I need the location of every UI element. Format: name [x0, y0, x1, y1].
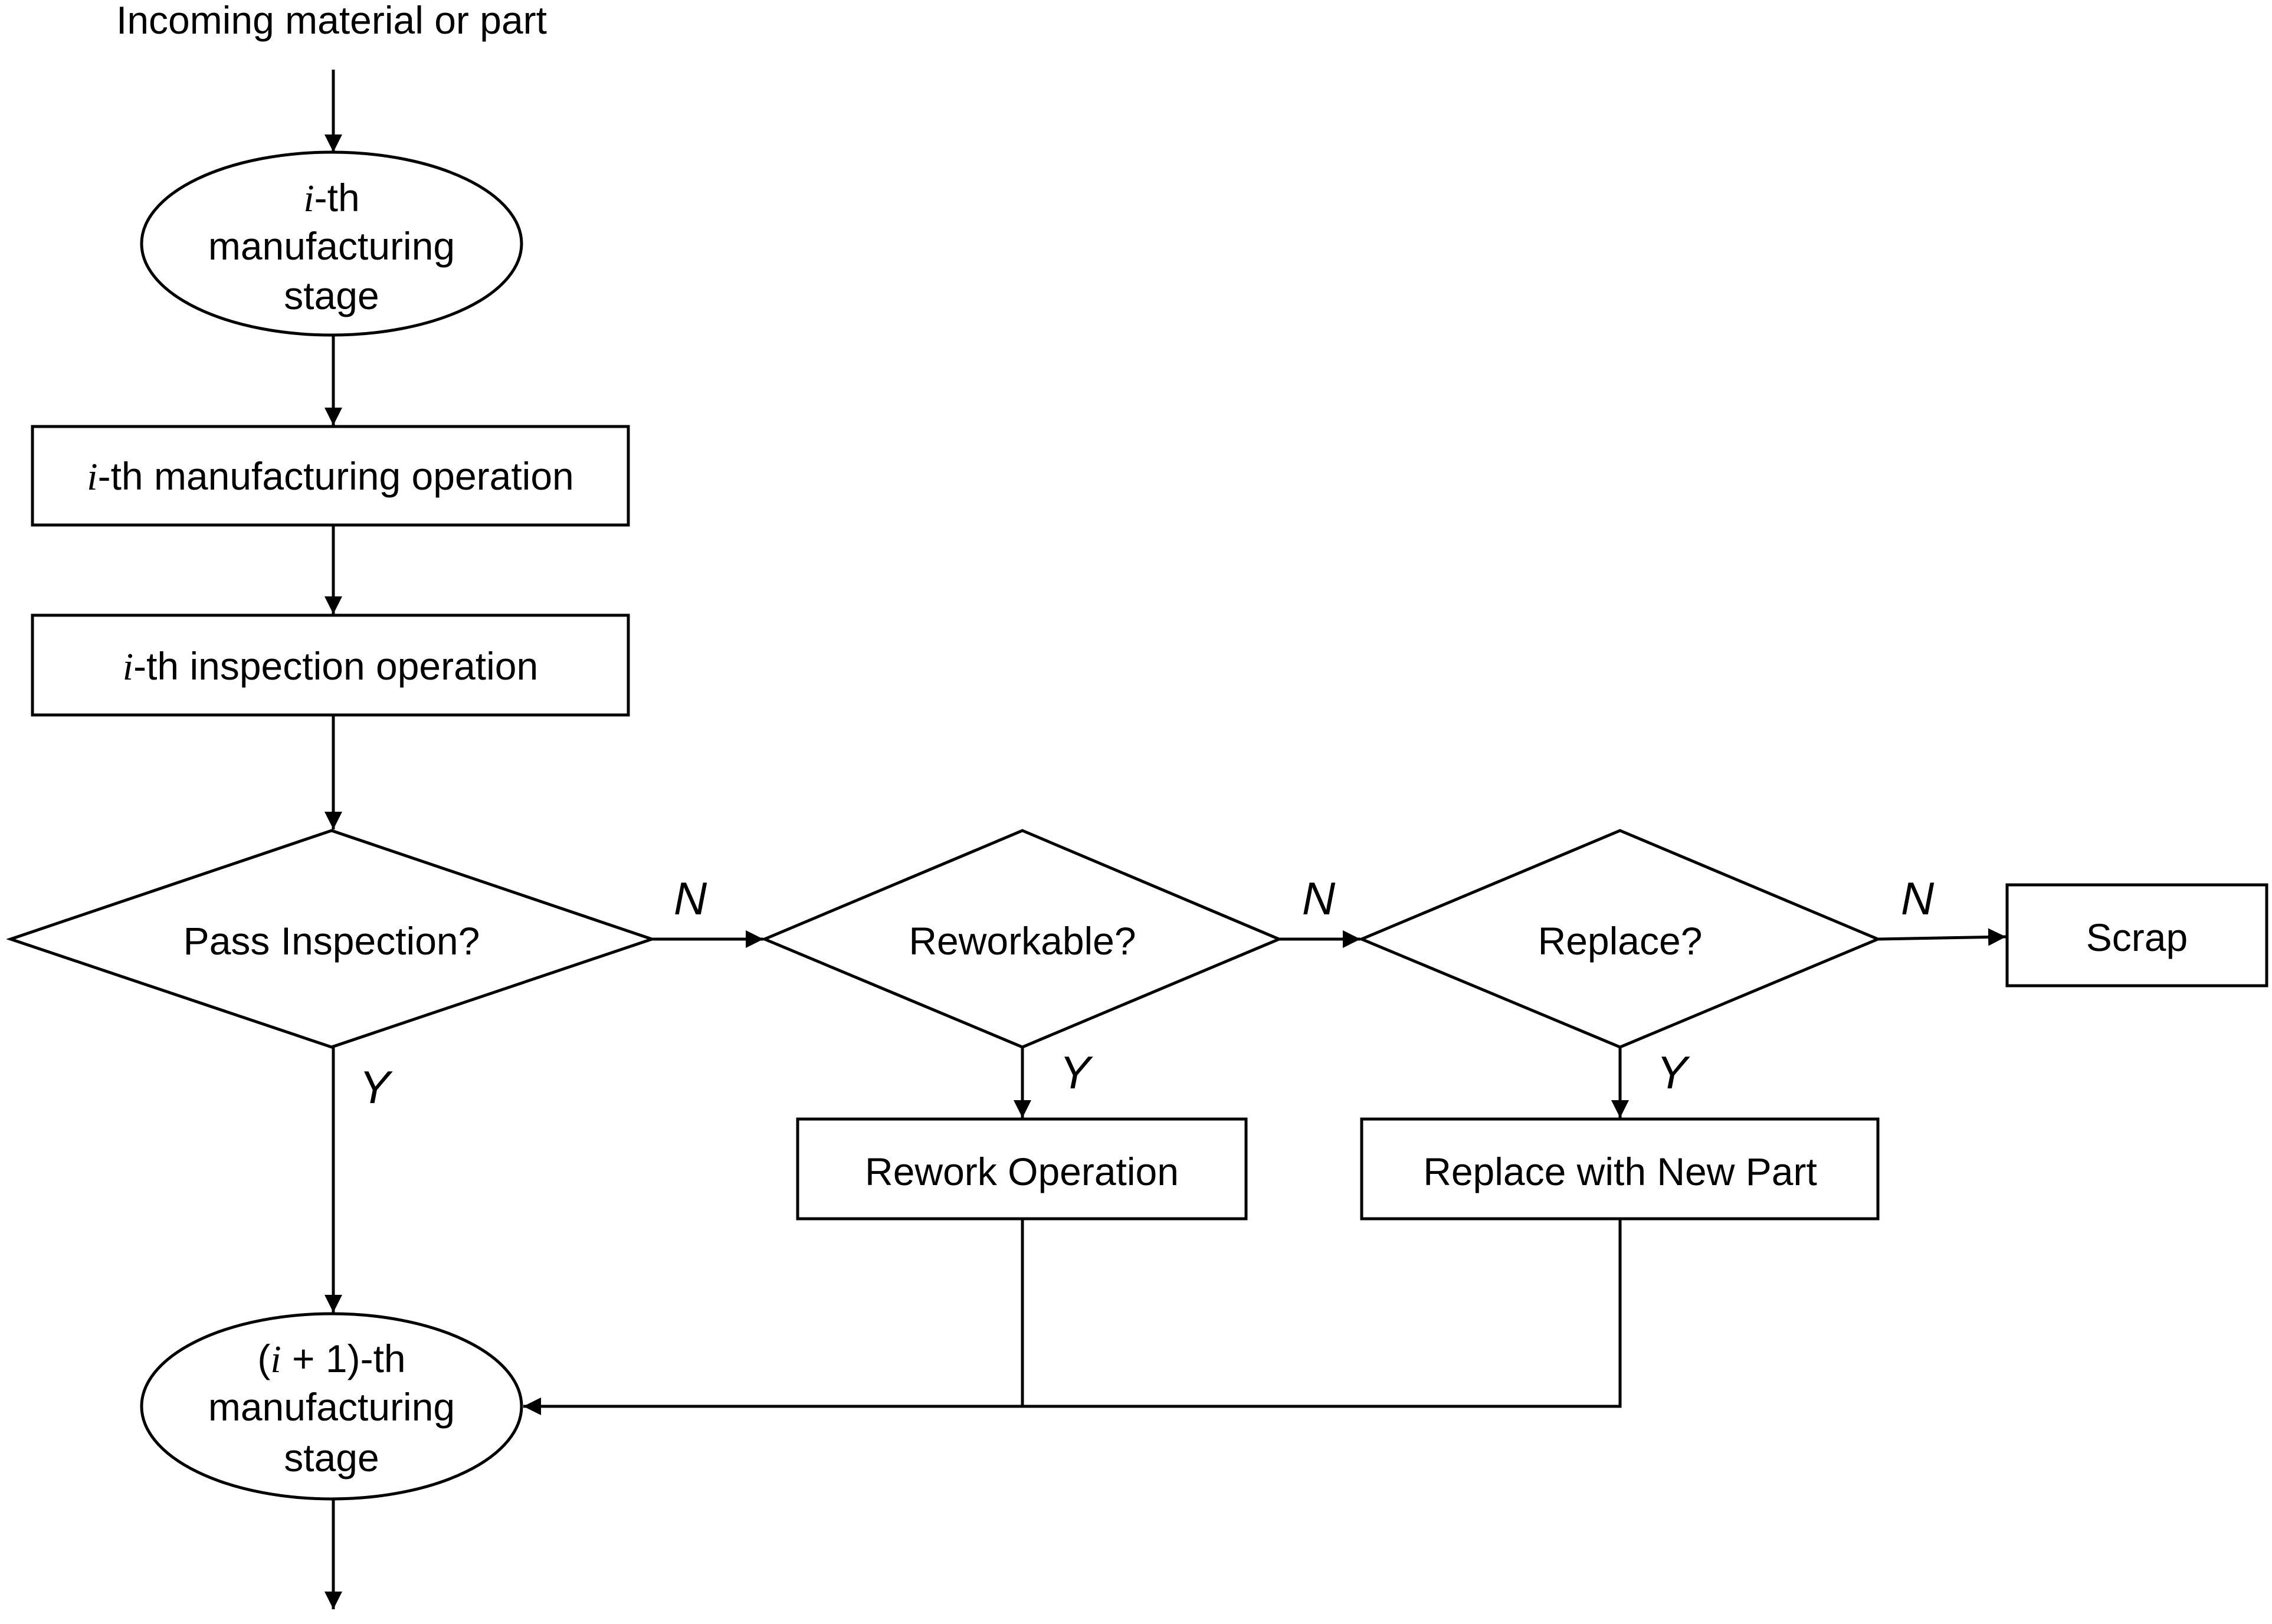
replace-new-part-label: Replace with New Part	[1423, 1150, 1817, 1193]
connector-new-part-to-merge	[1022, 1220, 1622, 1408]
yes-label-replace: Y	[1657, 1046, 1690, 1098]
stage-i-label-line1: i-th	[303, 176, 359, 220]
scrap-box	[2005, 883, 2268, 987]
stage-next-label-line2: manufacturing	[208, 1385, 455, 1429]
rework-operation-box	[796, 1117, 1248, 1221]
replace-new-part-box	[1360, 1117, 1880, 1221]
no-label-replace: N	[1901, 872, 1935, 924]
stage-i-label-line2: manufacturing	[208, 224, 455, 268]
inspection-operation-label: i-th inspection operation	[123, 644, 538, 688]
replace-label: Replace?	[1538, 919, 1703, 963]
manufacturing-operation-label: i-th manufacturing operation	[87, 454, 574, 498]
arrow-replace-no-to-scrap	[1877, 928, 2007, 946]
stage-i-ellipse	[140, 150, 523, 337]
rework-operation-label: Rework Operation	[865, 1150, 1179, 1193]
stage-next-label-line1: (i + 1)-th	[257, 1337, 405, 1381]
stage-next-ellipse	[140, 1312, 523, 1501]
scrap-label: Scrap	[2086, 916, 2188, 959]
pass-inspection-label: Pass Inspection?	[183, 919, 480, 963]
manufacturing-operation-box	[31, 425, 630, 527]
reworkable-label: Reworkable?	[909, 919, 1136, 963]
no-label-reworkable: N	[1302, 872, 1336, 924]
yes-label-reworkable: Y	[1060, 1046, 1093, 1098]
no-label-pass: N	[674, 872, 707, 924]
inspection-operation-box	[31, 613, 630, 717]
yes-label-pass: Y	[359, 1061, 393, 1113]
stage-next-label-line3: stage	[284, 1436, 379, 1479]
incoming-label: Incoming material or part	[116, 0, 547, 42]
pass-inspection-diamond	[6, 829, 657, 1049]
stage-i-label-line3: stage	[284, 274, 379, 317]
